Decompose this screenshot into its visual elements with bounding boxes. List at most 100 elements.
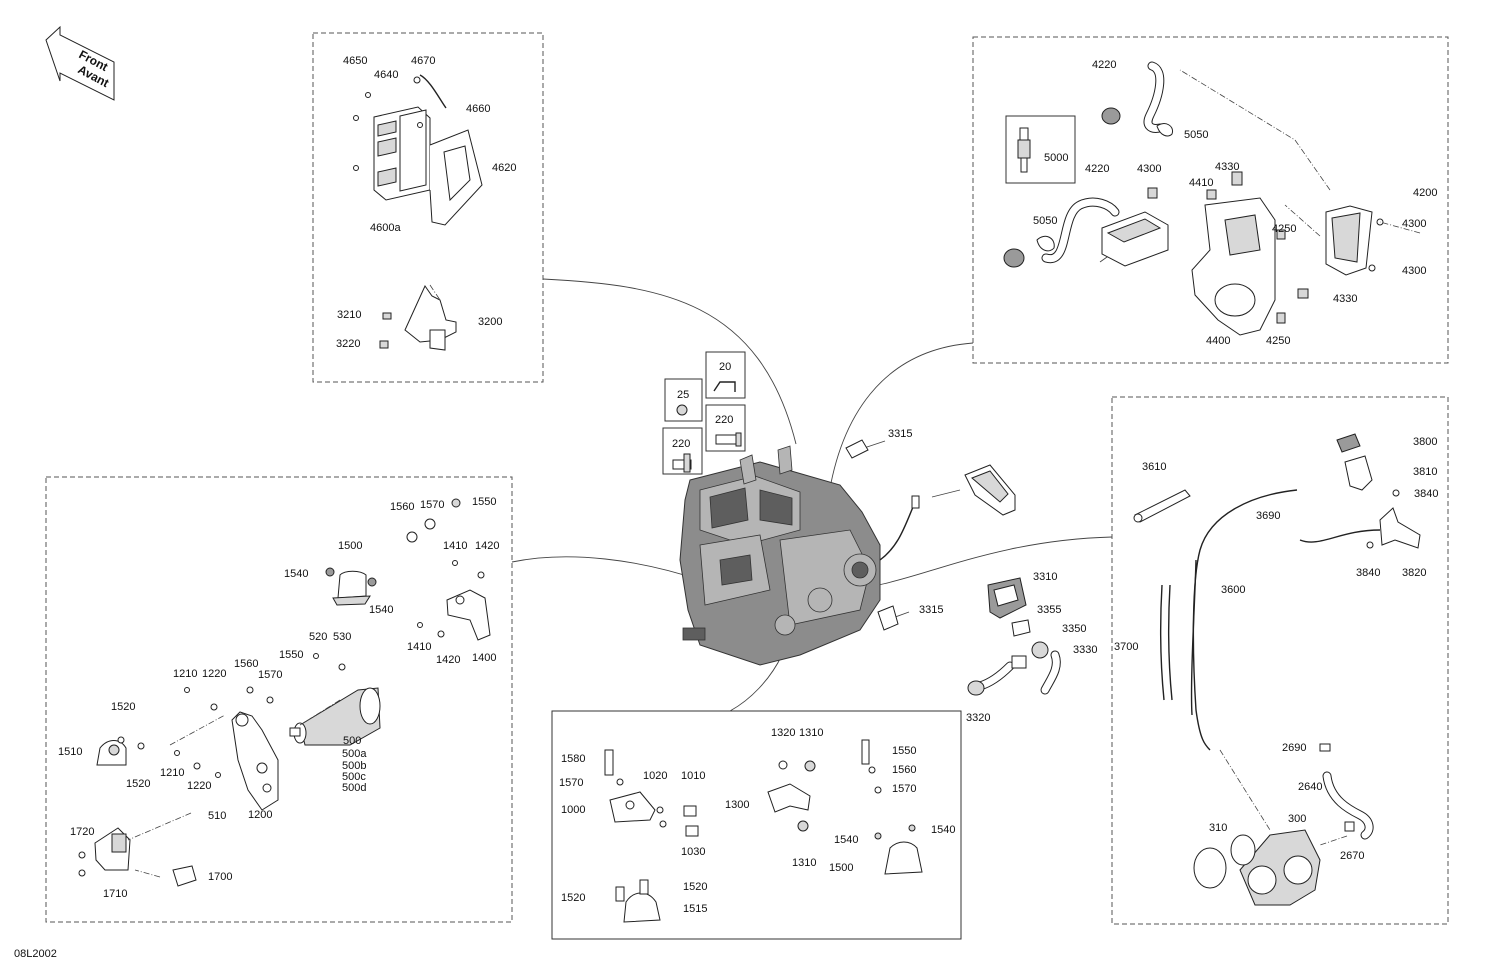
part-label: 2670	[1340, 850, 1364, 862]
starter-mount-box	[45, 476, 513, 923]
part-label: 3220	[336, 338, 360, 350]
ignition-coil-4300	[1101, 187, 1169, 267]
part-label: 500a	[342, 748, 367, 760]
part-label: 3840	[1414, 488, 1438, 500]
cover-plate	[964, 464, 1016, 516]
part-label: 1720	[70, 826, 94, 838]
part-label: 3600	[1221, 584, 1245, 596]
part-label: 1020	[643, 770, 667, 782]
part-label: 3320	[966, 712, 990, 724]
diagram-code: 08L2002	[14, 948, 57, 960]
part-label: 3840	[1356, 567, 1380, 579]
part-label: 25	[677, 389, 689, 401]
part-label: 1540	[369, 604, 393, 616]
part-label: 4250	[1272, 223, 1296, 235]
part-label: 3350	[1062, 623, 1086, 635]
clip-20	[713, 381, 736, 392]
front-arrow-icon	[45, 25, 115, 101]
part-label: 2640	[1298, 781, 1322, 793]
spark-plug-box	[1005, 115, 1076, 184]
part-label: 3315	[888, 428, 912, 440]
bracket-1710	[78, 827, 131, 877]
part-label: 1550	[472, 496, 496, 508]
part-label: 1220	[202, 668, 226, 680]
part-label: 1310	[799, 727, 823, 739]
mount-1500-bottom	[861, 739, 923, 875]
part-label: 500	[343, 735, 361, 747]
part-labels: 4650 4640 4670 4660 4620 4600a 3210 3200…	[58, 55, 1438, 915]
part-label: 20	[719, 361, 731, 373]
wrench-3610	[1133, 489, 1191, 523]
part-label: 1710	[103, 888, 127, 900]
part-label: 4300	[1402, 265, 1426, 277]
spark-plug-icon	[1017, 127, 1031, 173]
part-label: 2690	[1282, 742, 1306, 754]
part-label: 1560	[234, 658, 258, 670]
cover-4200	[1325, 205, 1384, 276]
part-label: 1510	[58, 746, 82, 758]
part-label: 220	[715, 414, 733, 426]
part-label: 1030	[681, 846, 705, 858]
part-label: 4600a	[370, 222, 401, 234]
part-label: 1570	[420, 499, 444, 511]
part-label: 4620	[492, 162, 516, 174]
engine-mount-box	[551, 710, 962, 940]
fitting-220-a	[715, 432, 742, 447]
lever-3820	[1299, 489, 1421, 549]
part-label: 4300	[1137, 163, 1161, 175]
part-label: 310	[1209, 822, 1227, 834]
part-label: 500d	[342, 782, 366, 794]
part-label: 3330	[1073, 644, 1097, 656]
bracket-1200	[231, 711, 279, 811]
box-220-a	[705, 404, 746, 452]
hoses-3330	[967, 619, 1061, 696]
ecm-unit	[353, 74, 483, 226]
part-label: 3690	[1256, 510, 1280, 522]
screw-3315	[845, 439, 899, 631]
part-label: 1210	[173, 668, 197, 680]
part-label: 4200	[1413, 187, 1437, 199]
part-label: 4670	[411, 55, 435, 67]
part-label: 5050	[1184, 129, 1208, 141]
part-label: 1220	[187, 780, 211, 792]
part-label: 1580	[561, 753, 585, 765]
part-label: 3700	[1114, 641, 1138, 653]
hose-2640	[1319, 743, 1374, 840]
part-label: 1300	[725, 799, 749, 811]
part-label: 1520	[126, 778, 150, 790]
mount-1000	[604, 749, 699, 837]
starter-500	[289, 687, 381, 746]
engine-block	[679, 445, 920, 666]
part-label: 4330	[1333, 293, 1357, 305]
washers-1550	[406, 498, 461, 543]
throttle-cable-3600	[1190, 489, 1298, 751]
part-label: 1410	[407, 641, 431, 653]
part-label: 4410	[1189, 177, 1213, 189]
box-220-b	[662, 427, 703, 475]
bracket-1300	[767, 760, 816, 832]
ignition-bracket-4400	[1191, 171, 1309, 336]
mount-1515	[615, 879, 661, 923]
part-label: 1420	[436, 654, 460, 666]
part-label: 1540	[284, 568, 308, 580]
throttle-body-300	[1193, 829, 1321, 906]
part-label: 1570	[258, 669, 282, 681]
part-label: 220	[672, 438, 690, 450]
part-label: 3310	[1033, 571, 1057, 583]
part-label: 1210	[160, 767, 184, 779]
part-label: 3610	[1142, 461, 1166, 473]
part-label: 3315	[919, 604, 943, 616]
connection-lines	[511, 234, 1139, 712]
fitting-220-b	[672, 453, 692, 473]
part-label: 1320	[771, 727, 795, 739]
part-label: 5050	[1033, 215, 1057, 227]
part-label: 4300	[1402, 218, 1426, 230]
part-label: 1520	[111, 701, 135, 713]
part-label: 4250	[1266, 335, 1290, 347]
part-label: 1420	[475, 540, 499, 552]
part-label: 1700	[208, 871, 232, 883]
part-label: 4640	[374, 69, 398, 81]
ignition-box	[972, 36, 1449, 364]
part-label: 1550	[892, 745, 916, 757]
part-label: 510	[208, 810, 226, 822]
